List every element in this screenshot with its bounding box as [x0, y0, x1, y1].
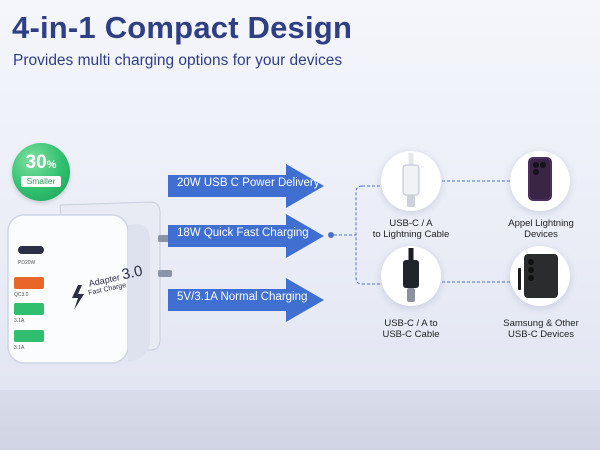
charger-illustration [7, 201, 172, 364]
arrow-power-delivery: 20W USB C Power Delivery [168, 164, 324, 208]
arrow-quick-charging: 18W Quick Fast Charging [168, 214, 324, 258]
charger-port-usb-a-1 [14, 303, 44, 315]
charger-port-usb-c [18, 246, 44, 254]
lightning-cable-icon [402, 153, 420, 207]
arrow-label-quick-charging: 18W Quick Fast Charging [177, 227, 309, 239]
badge-percent: 30% [25, 152, 57, 173]
iphone-caption: Appel Lightning Devices [490, 218, 592, 240]
iphone-icon [528, 157, 552, 201]
lightning-cable-caption-line1: USB-C / A [389, 218, 433, 229]
iphone-caption-line2: Devices [524, 229, 558, 240]
lightning-cable-caption: USB-C / A to Lightning Cable [355, 218, 467, 240]
lightning-cable-circle [381, 151, 441, 211]
usb-c-cable-icon [403, 248, 419, 302]
port-label-qc: QC3.0 [14, 292, 29, 298]
usb-c-cable-caption-line1: USB-C / A to [384, 318, 438, 329]
usb-c-cable-circle [381, 246, 441, 306]
port-label-a1: 3.1A [14, 318, 25, 324]
android-phone-icon [518, 254, 558, 298]
usb-c-cable-caption: USB-C / A to USB-C Cable [355, 318, 467, 340]
usb-c-cable-caption-line2: USB-C Cable [382, 329, 440, 340]
charger-port-usb-a-2 [14, 330, 44, 342]
page-subtitle: Provides multi charging options for your… [13, 52, 343, 69]
iphone-caption-line1: Appel Lightning [508, 218, 574, 229]
page-title: 4-in-1 Compact Design [12, 10, 353, 45]
charger-port-qc [14, 277, 44, 289]
lightning-cable-caption-line2: to Lightning Cable [372, 229, 450, 240]
iphone-circle [510, 151, 570, 211]
samsung-caption-line2: USB-C Devices [508, 329, 574, 340]
port-label-a2: 3.1A [14, 345, 25, 351]
samsung-caption-line1: Samsung & Other [503, 318, 579, 329]
floor-surface [0, 390, 600, 450]
size-badge: 30% Smaller [12, 143, 70, 201]
samsung-circle [510, 246, 570, 306]
badge-label: Smaller [21, 176, 61, 187]
arrow-label-normal-charging: 5V/3.1A Normal Charging [177, 291, 308, 303]
port-label-pd: PD20W [18, 260, 36, 266]
arrow-label-power-delivery: 20W USB C Power Delivery [177, 177, 320, 189]
samsung-caption: Samsung & Other USB-C Devices [490, 318, 592, 340]
arrow-normal-charging: 5V/3.1A Normal Charging [168, 278, 324, 322]
